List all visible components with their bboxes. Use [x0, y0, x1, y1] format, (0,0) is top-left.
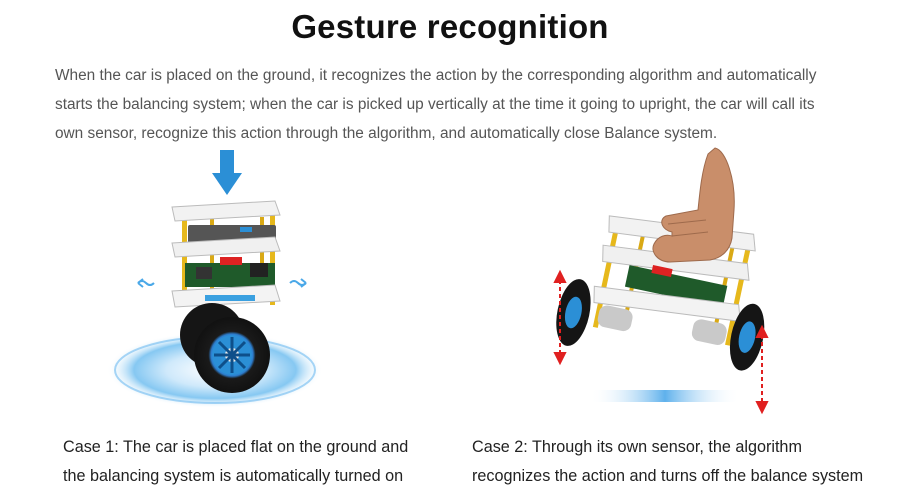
page-title: Gesture recognition: [291, 8, 609, 45]
case2-caption: Case 2: Through its own sensor, the algo…: [472, 433, 863, 491]
left-wave-arrow-icon: [137, 278, 155, 288]
case1-caption-line: the balancing system is automatically tu…: [63, 467, 404, 485]
balance-car-lifted-image: [553, 147, 769, 415]
wheel-icon: [556, 279, 591, 346]
down-arrow-icon: [212, 150, 242, 195]
case1-caption: Case 1: The car is placed flat on the gr…: [63, 433, 408, 491]
description-line: When the car is placed on the ground, it…: [55, 67, 817, 84]
description-line: own sensor, recognize this action throug…: [55, 125, 718, 142]
wheel-icon: [729, 303, 765, 371]
case2-caption-line: Case 2: Through its own sensor, the algo…: [472, 438, 802, 456]
right-wave-arrow-icon: [289, 278, 307, 288]
ground-shadow: [590, 390, 740, 402]
case1-illustration: [100, 145, 340, 420]
description-line: starts the balancing system; when the ca…: [55, 96, 815, 113]
case2-caption-line: recognizes the action and turns off the …: [472, 467, 864, 485]
left-motion-arrow-icon: [553, 269, 567, 366]
case2-illustration: [530, 140, 780, 420]
description: When the car is placed on the ground, it…: [55, 61, 860, 148]
hand-icon: [652, 147, 735, 263]
case1-caption-line: Case 1: The car is placed flat on the gr…: [63, 438, 409, 456]
right-motion-arrow-icon: [755, 324, 769, 415]
wheel-icon: [180, 303, 270, 393]
balance-car-ground-image: [107, 150, 323, 408]
